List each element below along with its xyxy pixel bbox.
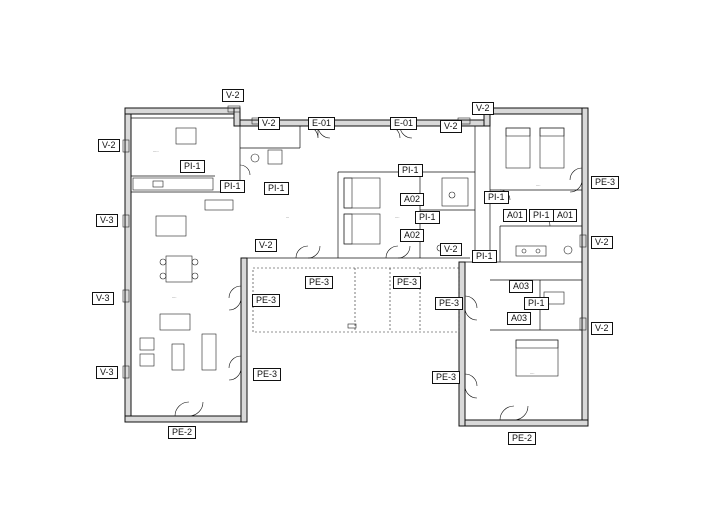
tag-a02-bottom: A02 (400, 229, 425, 242)
tag-pe2-right: PE-2 (508, 432, 537, 445)
tag-v3-left-lower: V-3 (96, 366, 118, 379)
tag-pi1-bath2: PI-1 (524, 297, 549, 310)
tag-pe3-right-lower: PE-3 (432, 371, 461, 384)
tag-v2-right-lower: V-2 (591, 322, 613, 335)
tag-v2-top-left: V-2 (222, 89, 244, 102)
tag-v2-top-right: V-2 (440, 120, 462, 133)
tag-pe3-patio-right: PE-3 (435, 297, 464, 310)
tag-v3-left-upper: V-3 (96, 214, 118, 227)
tag-pe3-living-lower: PE-3 (253, 368, 282, 381)
tag-pi1-master-bath: PI-1 (529, 209, 554, 222)
small-print: ···· (536, 184, 541, 188)
tag-pi1-corridor: PI-1 (472, 250, 497, 263)
tag-pe3-living: PE-3 (252, 294, 281, 307)
tag-pe3-patio-left: PE-3 (305, 276, 334, 289)
tag-e01-left: E-01 (308, 117, 336, 130)
tag-v2-top-mid: V-2 (258, 117, 280, 130)
interior-walls (131, 117, 582, 331)
tag-pi1-hall: PI-1 (415, 211, 440, 224)
tag-pi1-bath: PI-1 (264, 182, 289, 195)
tag-v2-left: V-2 (98, 139, 120, 152)
small-print: ····· (153, 150, 159, 154)
tag-v3-left-middle: V-3 (92, 292, 114, 305)
tag-v2-living: V-2 (255, 239, 277, 252)
tag-v2-right-upper: V-2 (591, 236, 613, 249)
tag-pi1-kitchen: PI-1 (180, 160, 205, 173)
tag-a01-right: A01 (553, 209, 578, 222)
small-print: ···· (530, 372, 535, 376)
tag-pe3-right-upper: PE-3 (591, 176, 620, 189)
tag-pi1-master: PI-1 (484, 191, 509, 204)
tag-pe3-patio-mid: PE-3 (393, 276, 422, 289)
small-print: ···· (172, 296, 177, 300)
tag-pe2-left: PE-2 (168, 426, 197, 439)
tag-a03-bottom: A03 (507, 312, 532, 325)
window-marks (122, 105, 587, 379)
patio-area (252, 267, 460, 333)
exterior-walls (124, 107, 589, 427)
tag-e01-right: E-01 (390, 117, 418, 130)
tag-v2-inner: V-2 (440, 243, 462, 256)
living-furniture (132, 127, 234, 371)
tag-a01-left: A01 (503, 209, 528, 222)
small-print: ··· (286, 216, 290, 220)
beds (343, 127, 565, 377)
tag-a03-top: A03 (509, 280, 534, 293)
tag-a02-top: A02 (400, 193, 425, 206)
tag-v2-top-far-right: V-2 (472, 102, 494, 115)
small-print: ···· (395, 216, 400, 220)
tag-pi1-bedroom: PI-1 (398, 164, 423, 177)
tag-pi1-pantry: PI-1 (220, 180, 245, 193)
